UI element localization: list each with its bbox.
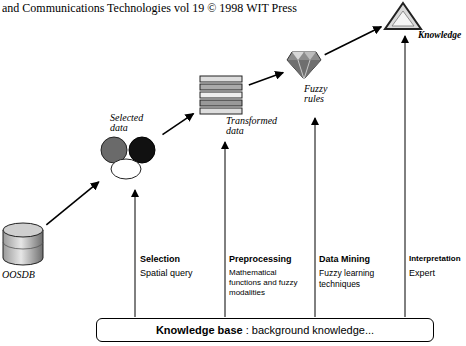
stage-arrow bbox=[225, 142, 226, 317]
step-detail: Mathematical functions and fuzzy modalit… bbox=[229, 268, 309, 298]
stage-arrow bbox=[405, 36, 406, 317]
stage-icon: Selected data bbox=[96, 136, 160, 180]
step-name: Selection bbox=[140, 254, 180, 265]
stage-label: Transformed data bbox=[226, 116, 286, 136]
stage-label: Knowledge bbox=[418, 30, 461, 40]
stage-label: Fuzzy rules bbox=[304, 84, 344, 104]
flow-arrow bbox=[325, 27, 382, 55]
circ-icon bbox=[96, 136, 160, 180]
step-detail: Fuzzy learning techniques bbox=[319, 268, 399, 289]
step-detail: Spatial query bbox=[140, 268, 220, 279]
knowledge-base-box: Knowledge base: background knowledge... bbox=[96, 318, 434, 342]
flow-arrow bbox=[249, 73, 283, 85]
stage-icon: Fuzzy rules bbox=[286, 50, 322, 80]
knowledge-base-text: Knowledge base: background knowledge... bbox=[156, 324, 374, 336]
box-body: : background knowledge... bbox=[246, 324, 374, 336]
stage-label: OOSDB bbox=[2, 270, 50, 280]
box-heading: Knowledge base bbox=[156, 324, 243, 336]
cyl-icon bbox=[2, 222, 44, 266]
header-text: and Communications Technologies vol 19 ©… bbox=[2, 1, 297, 15]
stage-arrow bbox=[315, 118, 316, 317]
step-name: Data Mining bbox=[319, 254, 370, 265]
stage-icon: Knowledge bbox=[384, 2, 422, 30]
tri-icon bbox=[384, 2, 422, 30]
stack-icon bbox=[196, 72, 246, 118]
stage-icon: Transformed data bbox=[196, 72, 246, 118]
stage-label: Selected data bbox=[110, 113, 158, 133]
step-name: Interpretation bbox=[409, 254, 461, 265]
step-name: Preprocessing bbox=[229, 254, 292, 265]
step-detail: Expert bbox=[409, 268, 435, 279]
gem-icon bbox=[286, 50, 322, 80]
stage-icon: OOSDB bbox=[2, 222, 44, 266]
flow-arrow bbox=[162, 114, 193, 135]
flow-arrow bbox=[46, 182, 98, 225]
stage-arrow bbox=[135, 190, 136, 317]
